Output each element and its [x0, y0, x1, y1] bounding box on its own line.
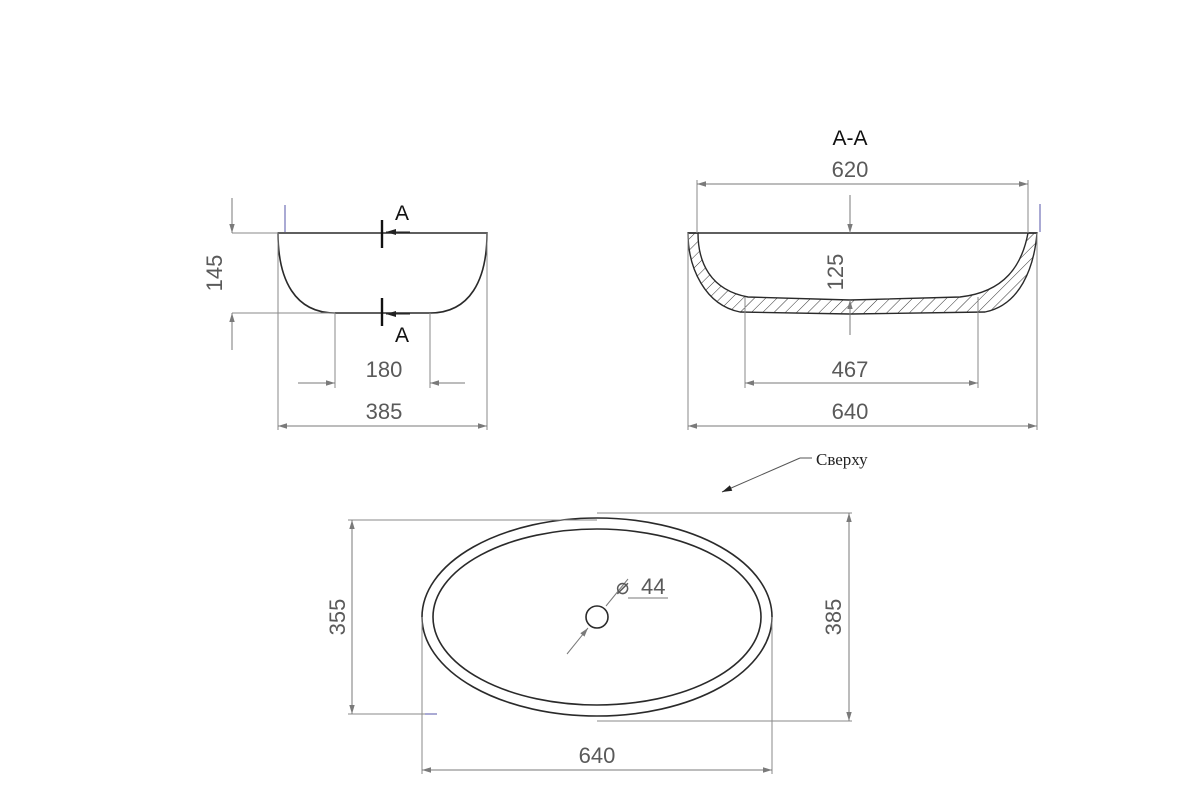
section-overall-width-label: 640 — [832, 399, 869, 424]
side-height-label: 145 — [202, 255, 227, 292]
section-mark-top-label: A — [395, 202, 409, 225]
section-base-width-label: 467 — [832, 357, 869, 382]
section-marker-top: A — [380, 202, 410, 248]
section-mark-bottom-label: A — [395, 324, 409, 347]
top-inner-height-label: 355 — [325, 599, 350, 636]
drain-diameter-label: 44 — [641, 574, 665, 599]
section-depth-label: 125 — [823, 254, 848, 291]
section-title: A-A — [832, 127, 867, 150]
basin-outer-rim — [421, 517, 773, 717]
drain-diameter-symbol: ⌀ — [616, 574, 629, 599]
section-marker-bottom: A — [380, 298, 410, 347]
basin-inner-rim — [432, 528, 762, 706]
top-outer-height-label: 385 — [821, 599, 846, 636]
section-top-width-label: 620 — [832, 157, 869, 182]
section-shell — [687, 232, 1038, 315]
drain-hole — [585, 605, 609, 629]
side-bottom-width-label: 180 — [366, 357, 403, 382]
top-view: Сверху ⌀ 44 355 385 640 — [325, 450, 868, 774]
top-view-note: Сверху — [816, 450, 868, 469]
top-width-label: 640 — [579, 743, 616, 768]
side-overall-width-label: 385 — [366, 399, 403, 424]
side-view: 145 180 385 A A — [202, 198, 488, 430]
section-view: A-A 620 125 467 640 — [687, 127, 1041, 430]
